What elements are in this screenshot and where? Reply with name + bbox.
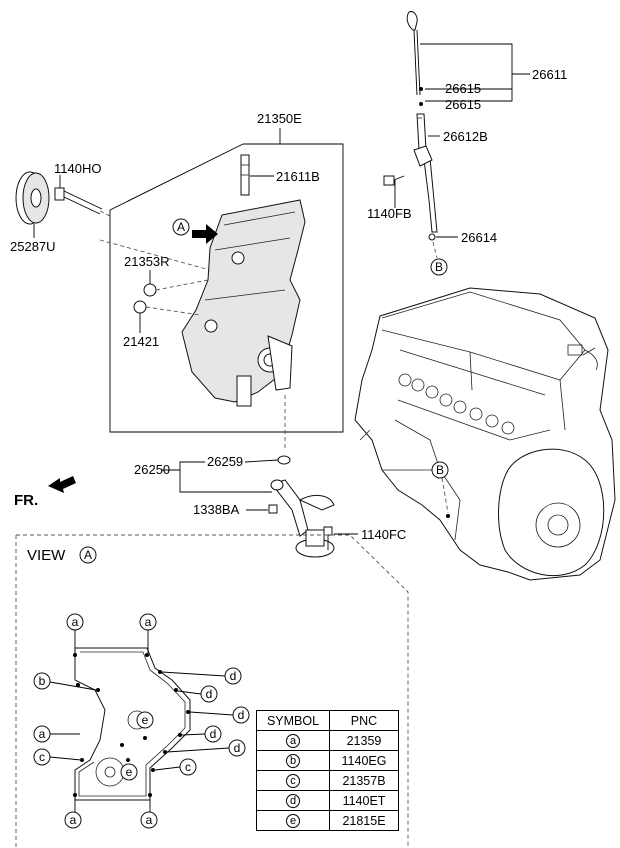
engine-block <box>354 287 616 581</box>
view-title-ref-text: A <box>84 548 92 562</box>
o-ring-26615-lower <box>419 102 423 106</box>
label-26615-upper: 26615 <box>445 81 481 96</box>
idler-pulley-25287U <box>15 171 50 225</box>
bolt-1140FB <box>383 175 405 186</box>
seal-21353R <box>143 283 157 297</box>
svg-text:d: d <box>230 669 237 683</box>
symbol-cell: a <box>286 734 300 748</box>
svg-text:a: a <box>145 615 152 629</box>
label-1140FC: 1140FC <box>361 527 406 542</box>
bolt-1338BA <box>268 504 278 514</box>
pnc-cell: 21359 <box>329 730 399 751</box>
label-26259: 26259 <box>207 454 243 469</box>
table-row: c 21357B <box>256 770 399 791</box>
marker-b-bottom-text: B <box>436 463 444 477</box>
pnc-cell: 1140ET <box>329 790 399 811</box>
header-symbol: SYMBOL <box>256 710 330 731</box>
view-arrow <box>192 224 218 244</box>
label-26615-lower: 26615 <box>445 97 481 112</box>
symbol-pnc-table: SYMBOL PNC a 21359 b 1140EG c 21357B d 1… <box>256 710 399 831</box>
header-pnc: PNC <box>329 710 399 731</box>
svg-text:e: e <box>126 765 133 779</box>
label-1338BA: 1338BA <box>193 502 240 517</box>
direction-label: FR. <box>14 492 38 509</box>
svg-text:a: a <box>70 813 77 827</box>
label-1140HO: 1140HO <box>54 161 101 176</box>
svg-text:a: a <box>72 615 79 629</box>
symbol-cell: c <box>286 774 300 788</box>
o-ring-26614 <box>428 233 436 241</box>
svg-text:d: d <box>206 687 213 701</box>
label-21353R: 21353R <box>124 254 170 269</box>
svg-text:e: e <box>142 713 149 727</box>
table-row: b 1140EG <box>256 750 399 771</box>
stud-21611B <box>240 154 250 196</box>
direction-arrow-icon <box>48 476 76 493</box>
label-26611: 26611 <box>532 67 567 82</box>
svg-text:d: d <box>234 741 241 755</box>
dipstick-guide-tube <box>413 113 438 233</box>
symbol-cell: b <box>286 754 300 768</box>
seal-21421 <box>133 300 147 314</box>
svg-text:b: b <box>39 674 46 688</box>
svg-text:c: c <box>39 750 45 764</box>
svg-text:a: a <box>39 727 46 741</box>
svg-text:a: a <box>146 813 153 827</box>
bolt-1140HO <box>54 187 103 215</box>
svg-text:d: d <box>210 727 217 741</box>
view-callouts: a a b d d d d d a c c e e <box>33 613 250 829</box>
pnc-cell: 1140EG <box>329 750 399 771</box>
timing-cover <box>181 199 306 407</box>
marker-a-view <box>172 218 190 236</box>
marker-b-top-text: B <box>435 260 443 274</box>
symbol-cell: d <box>286 794 300 808</box>
pnc-cell: 21357B <box>329 770 399 791</box>
oil-dipstick <box>406 11 421 96</box>
marker-a-view-text: A <box>177 220 185 234</box>
timing-cover-box <box>109 143 344 433</box>
svg-text:c: c <box>185 760 191 774</box>
o-ring-26615-upper <box>419 87 423 91</box>
marker-b-top <box>430 258 448 276</box>
label-21350E: 21350E <box>257 111 302 126</box>
label-25287U: 25287U <box>10 239 56 254</box>
view-a-frame <box>16 534 409 848</box>
pnc-cell: 21815E <box>329 810 399 831</box>
marker-b-bottom <box>431 461 449 479</box>
table-row: d 1140ET <box>256 790 399 811</box>
label-26612B: 26612B <box>443 129 488 144</box>
label-21611B: 21611B <box>276 169 320 184</box>
timing-cover-rear-view <box>73 647 191 801</box>
view-title: VIEW <box>27 547 66 564</box>
table-row: a 21359 <box>256 730 399 751</box>
label-26614: 26614 <box>461 230 497 245</box>
label-21421: 21421 <box>123 334 159 349</box>
view-title-ref-circle <box>79 546 97 564</box>
svg-text:d: d <box>238 708 245 722</box>
oil-strainer-26250 <box>270 479 335 558</box>
label-1140FB: 1140FB <box>367 206 412 221</box>
gasket-26259 <box>277 455 291 465</box>
table-row: e 21815E <box>256 810 399 831</box>
label-26250: 26250 <box>134 462 170 477</box>
symbol-cell: e <box>286 814 300 828</box>
